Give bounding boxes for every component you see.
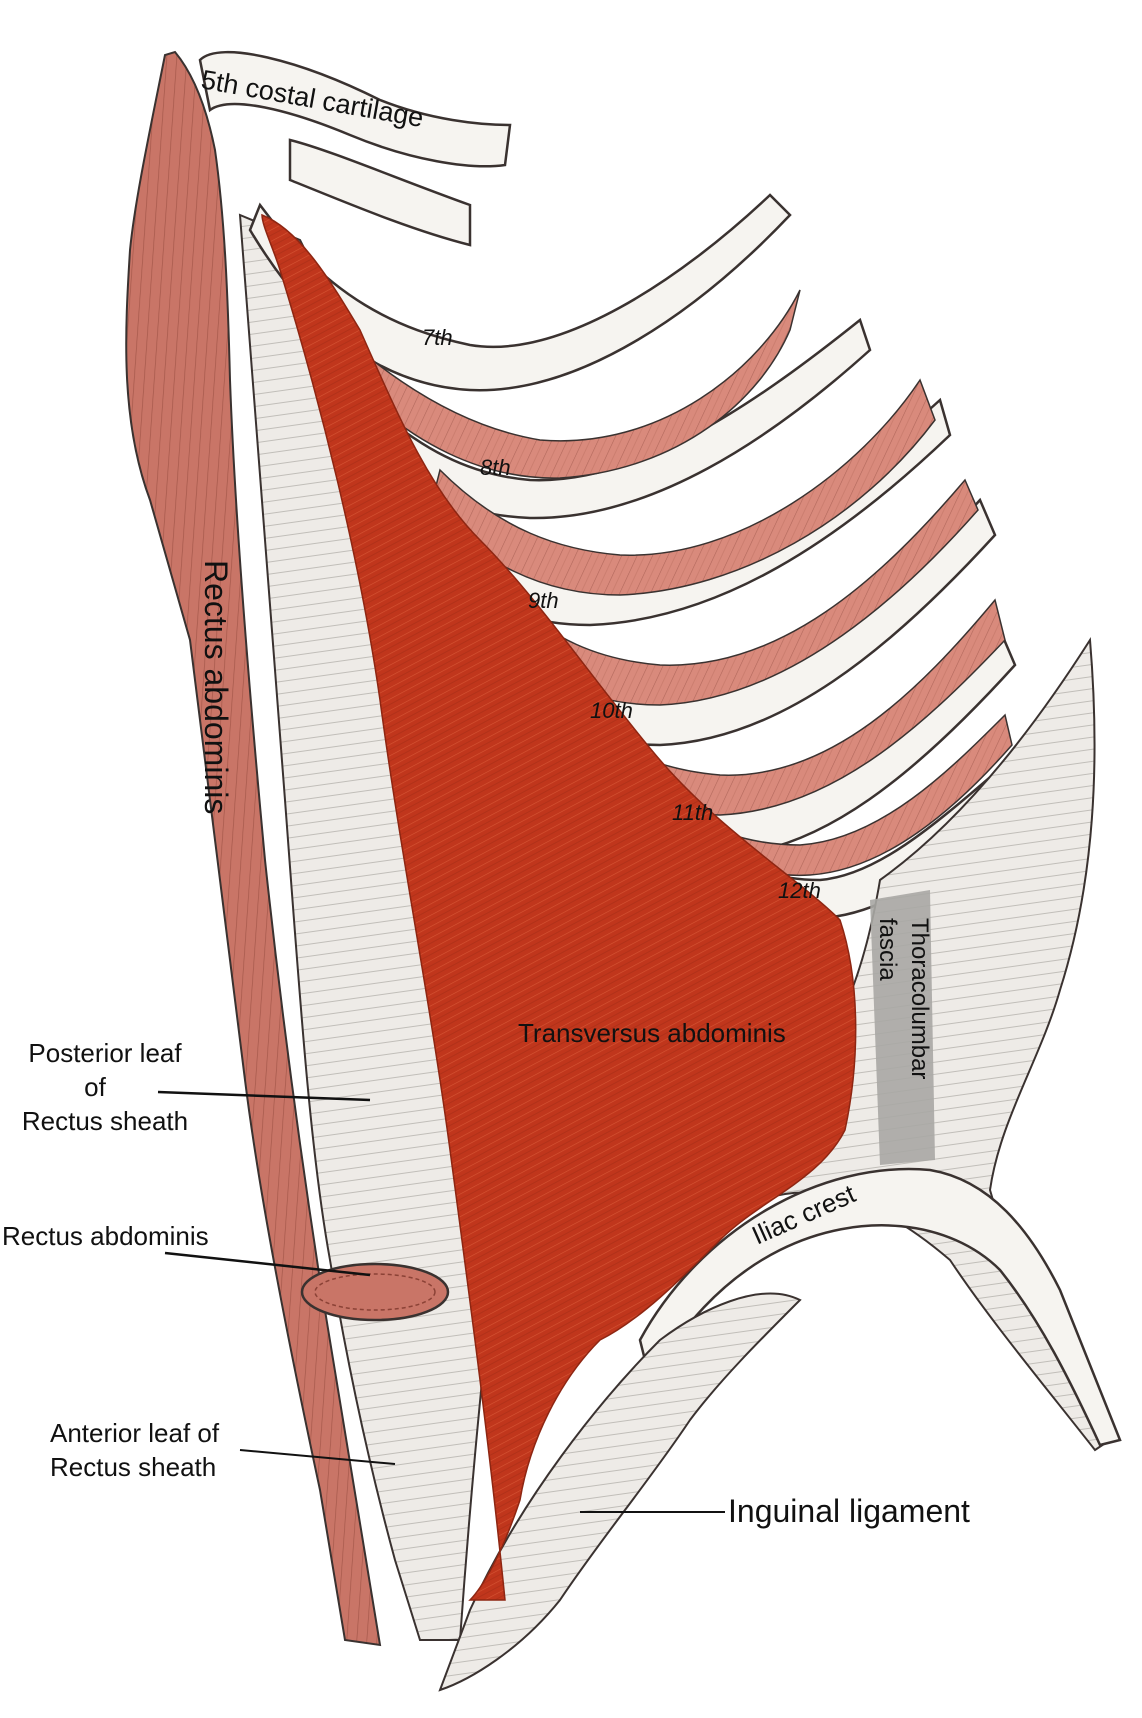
label-transversus-abdominis: Transversus abdominis (518, 1018, 786, 1048)
iliac-crest-bone (638, 1167, 1122, 1447)
label-rib-9: 9th (528, 588, 559, 613)
label-rectus-abdominis-vertical: Rectus abdominis (198, 560, 234, 814)
label-posterior-leaf-line3: Rectus sheath (22, 1106, 188, 1136)
label-rib-7: 7th (422, 325, 453, 350)
thoracolumbar-fascia-band (870, 890, 935, 1165)
rectus-abdominis-muscle (125, 50, 382, 1647)
label-rib-10: 10th (590, 698, 633, 723)
label-inguinal-ligament: Inguinal ligament (728, 1493, 970, 1529)
label-thoracolumbar-line1: Thoracolumbar (906, 918, 933, 1079)
anterior-leaf-leader (239, 1449, 396, 1465)
label-rib-8: 8th (480, 455, 511, 480)
label-anterior-leaf-line2: Rectus sheath (50, 1452, 216, 1482)
posterior-leaf-leader (157, 1090, 371, 1102)
label-posterior-leaf-line2: of (84, 1072, 106, 1102)
label-rib-12: 12th (778, 878, 821, 903)
label-thoracolumbar-line2: fascia (874, 918, 901, 981)
pelvic-fascia (438, 1292, 802, 1692)
rectus-section-leader (164, 1251, 371, 1277)
label-rectus-abdominis-section: Rectus abdominis (2, 1221, 209, 1251)
transversus-abdominis-muscle (261, 213, 857, 1601)
rectus-cross-section (300, 1262, 450, 1322)
intercostal-muscles (359, 289, 1013, 877)
label-posterior-leaf-line1: Posterior leaf (28, 1038, 182, 1068)
label-rib-11: 11th (672, 800, 713, 825)
label-anterior-leaf-line1: Anterior leaf of (50, 1418, 220, 1448)
